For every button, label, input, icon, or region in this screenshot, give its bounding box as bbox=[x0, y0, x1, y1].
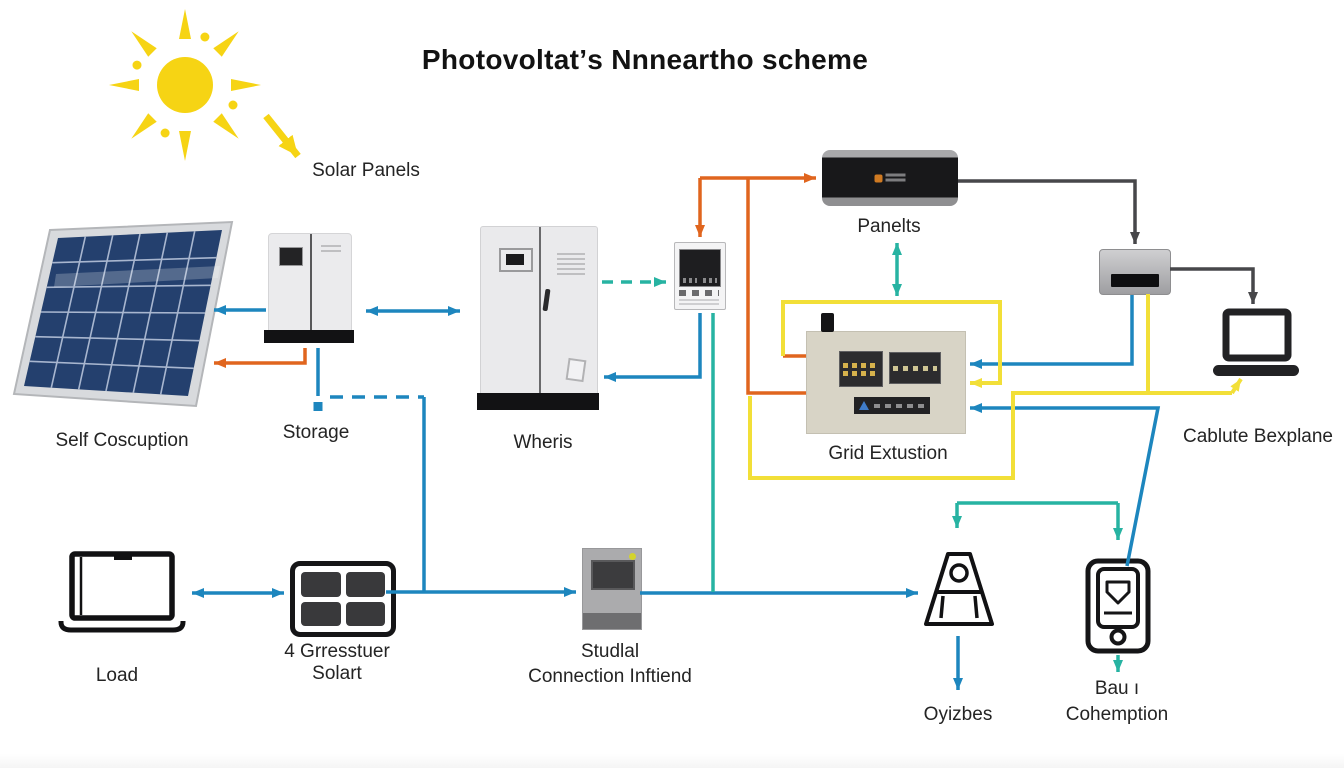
label-grid-connection-1: Studlal bbox=[580, 641, 640, 662]
grid-meter-box-icon bbox=[806, 313, 966, 434]
label-grid-connection-2: Connection Inftiend bbox=[528, 666, 692, 687]
connector-phone-to-gridbox bbox=[970, 403, 1161, 567]
label-cablute-bexplane: Cablute Bexplane bbox=[1183, 426, 1333, 447]
label-solar-panels: Solar Panels bbox=[312, 160, 420, 181]
label-oyizbes: Oyizbes bbox=[923, 704, 993, 725]
storage-line-endpoint-dot bbox=[313, 402, 323, 411]
consumption-phone-icon bbox=[1085, 558, 1151, 654]
label-inverter: Wheris bbox=[513, 432, 573, 453]
sun-icon bbox=[109, 9, 261, 161]
load-laptop-icon bbox=[58, 551, 186, 633]
connector-meter-to-wheris bbox=[604, 313, 702, 382]
connector-router-to-gridbox bbox=[970, 295, 1134, 369]
connector-yellow-to-laptop bbox=[1230, 377, 1243, 395]
label-panelts: Panelts bbox=[857, 216, 921, 237]
label-battery-1: 4 Grresstuer bbox=[284, 641, 390, 662]
solar-panel-icon bbox=[12, 220, 234, 408]
storage-cabinet-icon bbox=[268, 233, 352, 332]
monitor-laptop-icon bbox=[1213, 308, 1299, 376]
connector-panelts-to-router bbox=[958, 179, 1140, 244]
page-title: Photovoltatʼs Nnneartho scheme bbox=[421, 44, 869, 75]
label-storage: Storage bbox=[282, 422, 350, 443]
label-grid-extustion: Grid Extustion bbox=[828, 443, 948, 464]
connector-router-to-laptop bbox=[1170, 267, 1258, 304]
energy-meter-icon bbox=[674, 242, 726, 310]
status-dot bbox=[629, 553, 636, 560]
label-consumption-1: Bau ı bbox=[1094, 678, 1140, 699]
battery-pack-icon bbox=[290, 561, 396, 637]
inverter-logo bbox=[874, 173, 906, 183]
label-self-consumption: Self Coscuption bbox=[55, 430, 189, 451]
gateway-router-icon bbox=[1099, 249, 1171, 295]
sun-arrow bbox=[263, 113, 301, 159]
cabinet-handle bbox=[542, 288, 551, 312]
inverter-cabinet-icon bbox=[480, 226, 598, 396]
antenna bbox=[821, 313, 834, 332]
black-inverter-icon bbox=[822, 150, 958, 206]
bottom-fade bbox=[0, 754, 1344, 768]
brand-triangle-icon bbox=[859, 401, 869, 410]
grid-connection-icon bbox=[582, 548, 642, 630]
label-battery-2: Solart bbox=[312, 663, 362, 684]
connector-orange-riser bbox=[746, 178, 806, 395]
transformer-icon bbox=[924, 552, 994, 626]
label-consumption-2: Cohemption bbox=[1065, 704, 1169, 725]
label-load: Load bbox=[95, 665, 139, 686]
cabinet-label-sticker bbox=[565, 357, 587, 383]
storage-screen bbox=[279, 247, 303, 266]
